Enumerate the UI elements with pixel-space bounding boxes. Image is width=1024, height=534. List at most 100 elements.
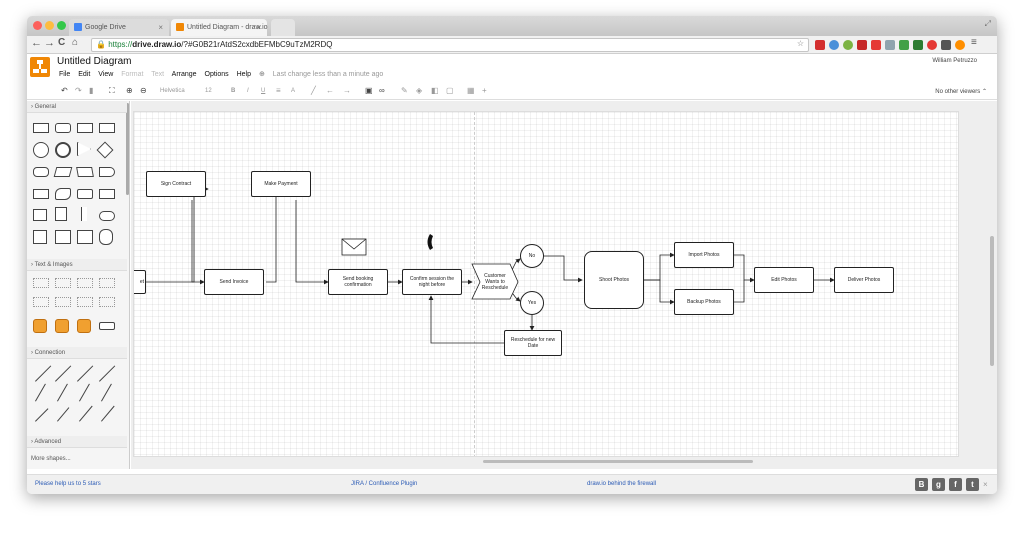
extension-icon-6[interactable]: [885, 40, 895, 50]
pinterest-icon[interactable]: [857, 40, 867, 50]
edge-backup-to-edit[interactable]: [734, 280, 745, 303]
extension-icon-2[interactable]: [829, 40, 839, 50]
card-shape[interactable]: [33, 209, 47, 221]
text-shape-4[interactable]: [33, 297, 49, 307]
blogger-icon[interactable]: B: [915, 478, 928, 491]
arrow-connector-line[interactable]: [99, 365, 116, 382]
menu-help[interactable]: Help: [236, 71, 251, 78]
image-shape-1[interactable]: [55, 319, 69, 333]
callout-shape[interactable]: [77, 189, 93, 199]
fill-color-icon[interactable]: ◈: [416, 86, 423, 95]
close-tab-icon[interactable]: ×: [256, 23, 261, 32]
node-send-booking[interactable]: Send booking confirmation: [328, 269, 388, 295]
extension-icon-9[interactable]: [927, 40, 937, 50]
image-icon[interactable]: ▣: [365, 86, 373, 95]
edge-invoice-to-payment[interactable]: [266, 186, 287, 283]
triangle-shape[interactable]: [77, 142, 91, 156]
trapezoid-shape[interactable]: [76, 167, 94, 177]
bookmark-star-icon[interactable]: ☆: [796, 39, 804, 48]
node-yes[interactable]: Yes: [520, 291, 544, 315]
redo-icon[interactable]: ↷: [75, 86, 82, 95]
tab-google-drive[interactable]: Google Drive ×: [69, 19, 169, 36]
delete-icon[interactable]: ▮: [89, 86, 94, 95]
node-deliver-photos[interactable]: Deliver Photos: [834, 267, 894, 293]
arrow-end-icon[interactable]: →: [343, 86, 351, 95]
add-icon[interactable]: +: [482, 86, 487, 95]
section-general[interactable]: › General: [27, 101, 127, 113]
dashed-connector-line[interactable]: [77, 365, 94, 382]
step-shape[interactable]: [99, 167, 115, 177]
actor-shape[interactable]: [81, 207, 87, 221]
close-footer-icon[interactable]: ×: [983, 480, 988, 489]
circle-shape[interactable]: [55, 142, 71, 158]
section-connection[interactable]: › Connection: [27, 347, 127, 359]
parallelogram-shape[interactable]: [53, 167, 73, 177]
edge-no-to-shoot[interactable]: [544, 255, 583, 283]
horizontal-scrollbar[interactable]: [483, 460, 753, 463]
section-advanced[interactable]: › Advanced: [27, 436, 127, 448]
link-connector-line[interactable]: [101, 405, 115, 422]
collapse-icon[interactable]: ⌃: [981, 89, 987, 95]
underline-icon[interactable]: U: [261, 88, 266, 94]
elbow-connector-line[interactable]: [57, 383, 68, 402]
bold-icon[interactable]: B: [231, 88, 236, 94]
menu-view[interactable]: View: [98, 71, 114, 78]
arrow-start-icon[interactable]: ←: [326, 86, 334, 95]
pocket-icon[interactable]: [941, 40, 951, 50]
text-shape-6[interactable]: [77, 297, 93, 307]
menu-arrange[interactable]: Arrange: [171, 71, 197, 78]
vertical-scrollbar[interactable]: [990, 236, 994, 366]
text-shape-5[interactable]: [55, 297, 71, 307]
edge-shoot-to-backup[interactable]: [644, 279, 675, 305]
user-name[interactable]: William Petruzzo: [932, 58, 977, 64]
node-reschedule[interactable]: Reschedule for new Date: [504, 330, 562, 356]
reload-icon[interactable]: C: [58, 37, 66, 48]
node-shoot-photos[interactable]: Shoot Photos: [584, 251, 644, 309]
home-icon[interactable]: ⌂: [72, 37, 79, 48]
curved-connector-line[interactable]: [57, 407, 70, 422]
rectangle-shape[interactable]: [99, 123, 115, 133]
fit-icon[interactable]: ⛶: [109, 86, 115, 95]
rectangle-shape[interactable]: [77, 123, 93, 133]
node-backup-photos[interactable]: Backup Photos: [674, 289, 734, 315]
rate-link[interactable]: Please help us to 5 stars: [35, 481, 101, 487]
circle-shape[interactable]: [33, 142, 49, 158]
menu-text[interactable]: Text: [151, 71, 165, 78]
extension-icon-8[interactable]: [913, 40, 923, 50]
node-confirm-session[interactable]: Confirm session the night before: [402, 269, 462, 295]
maximize-window-button[interactable]: [57, 21, 66, 30]
node-make-payment[interactable]: Make Payment: [251, 171, 311, 197]
document-title[interactable]: Untitled Diagram: [57, 56, 132, 67]
hexagon-shape[interactable]: [33, 167, 49, 177]
undo-icon[interactable]: ↶: [61, 86, 68, 95]
extension-icon-1[interactable]: [815, 40, 825, 50]
firewall-link[interactable]: draw.io behind the firewall: [587, 481, 657, 487]
globe-icon[interactable]: ⊕: [258, 71, 265, 78]
process-shape[interactable]: [33, 189, 49, 199]
zoom-out-icon[interactable]: ⊖: [140, 86, 147, 95]
node-send-invoice[interactable]: Send Invoice: [204, 269, 264, 295]
menu-file[interactable]: File: [59, 71, 71, 78]
edge-shoot-to-import[interactable]: [644, 252, 675, 281]
table-shape[interactable]: [77, 230, 93, 244]
diamond-shape[interactable]: [96, 141, 114, 159]
link-icon[interactable]: ∞: [379, 86, 385, 95]
menu-icon[interactable]: ≡: [971, 37, 977, 48]
jira-plugin-link[interactable]: JIRA / Confluence Plugin: [351, 481, 418, 487]
phone-icon[interactable]: [427, 234, 434, 250]
image-shape-2[interactable]: [77, 319, 91, 333]
italic-icon[interactable]: I: [247, 88, 249, 94]
section-text-images[interactable]: › Text & Images: [27, 259, 127, 271]
node-sign-contract[interactable]: Sign Contract: [146, 171, 206, 197]
twitter-icon[interactable]: t: [966, 478, 979, 491]
internal-storage-shape[interactable]: [55, 230, 71, 244]
text-shape-0[interactable]: [33, 278, 49, 288]
tape-shape[interactable]: [55, 188, 71, 200]
sidebar-scrollbar[interactable]: [126, 103, 129, 195]
elbow-connector-line[interactable]: [35, 408, 49, 422]
tab-draw-io[interactable]: Untitled Diagram - draw.io ×: [171, 19, 268, 36]
image-shape-0[interactable]: [33, 319, 47, 333]
cylinder-shape[interactable]: [99, 229, 113, 245]
menu-options[interactable]: Options: [204, 71, 229, 78]
menu-edit[interactable]: Edit: [78, 71, 91, 78]
